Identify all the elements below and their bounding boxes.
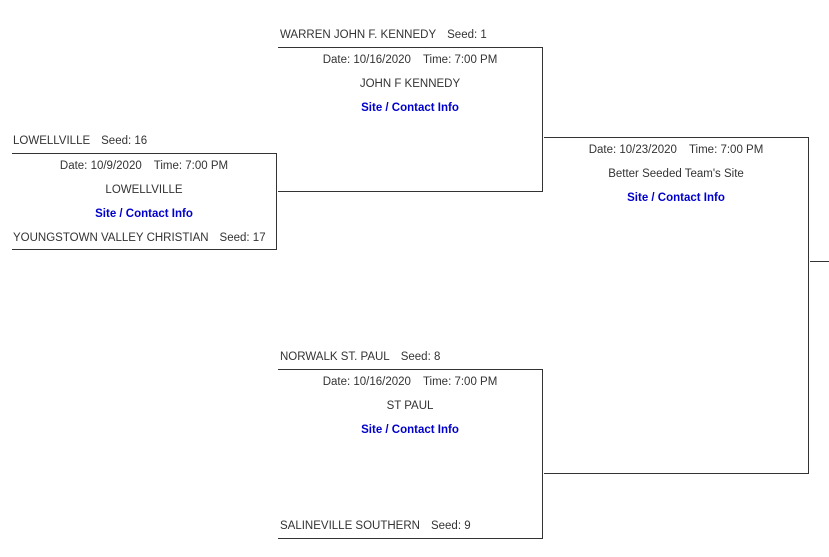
game-time: Time: 7:00 PM (688, 144, 764, 156)
game-date: Date: 10/16/2020 (322, 54, 411, 66)
game-site: ST PAUL (386, 400, 434, 412)
team-seed: Seed: 17 (219, 232, 266, 244)
team-slot-top: LOWELLVILLE Seed: 16 (13, 134, 147, 148)
game-date: Date: 10/23/2020 (588, 144, 677, 156)
game-date-time: Date: 10/16/2020 Time: 7:00 PM (278, 53, 542, 67)
game-date-time: Date: 10/16/2020 Time: 7:00 PM (278, 375, 542, 389)
game-time: Time: 7:00 PM (422, 54, 498, 66)
team-seed: Seed: 16 (101, 135, 148, 147)
bracket-line (276, 153, 277, 250)
game-date-time: Date: 10/9/2020 Time: 7:00 PM (12, 159, 276, 173)
game-site: JOHN F KENNEDY (359, 78, 461, 90)
bracket-line (808, 137, 809, 474)
bracket-line (12, 153, 277, 154)
team-name: LOWELLVILLE (13, 135, 91, 147)
site-contact-link[interactable]: Site / Contact Info (627, 192, 725, 204)
team-slot-top: NORWALK ST. PAUL Seed: 8 (280, 350, 440, 364)
site-contact-link[interactable]: Site / Contact Info (361, 424, 459, 436)
team-slot-bottom: SALINEVILLE SOUTHERN Seed: 9 (280, 519, 471, 533)
game-site: LOWELLVILLE (105, 184, 183, 196)
team-name: SALINEVILLE SOUTHERN (280, 520, 420, 532)
site-contact-link[interactable]: Site / Contact Info (361, 102, 459, 114)
bracket-line (278, 369, 543, 370)
bracket-line (278, 47, 543, 48)
site-contact-link[interactable]: Site / Contact Info (95, 208, 193, 220)
team-slot-top: WARREN JOHN F. KENNEDY Seed: 1 (280, 28, 487, 42)
team-name: NORWALK ST. PAUL (280, 351, 390, 363)
game-date: Date: 10/16/2020 (322, 376, 411, 388)
game-time: Time: 7:00 PM (422, 376, 498, 388)
bracket-line (12, 249, 277, 250)
bracket-line (544, 473, 809, 474)
bracket-line (278, 538, 543, 539)
bracket-line (544, 137, 809, 138)
team-name: YOUNGSTOWN VALLEY CHRISTIAN (13, 232, 209, 244)
game-time: Time: 7:00 PM (153, 160, 229, 172)
bracket-line (278, 191, 543, 192)
game-date: Date: 10/9/2020 (59, 160, 142, 172)
team-seed: Seed: 8 (400, 351, 441, 363)
bracket-line (542, 47, 543, 192)
bracket-line (810, 261, 829, 262)
team-name: WARREN JOHN F. KENNEDY (280, 29, 437, 41)
bracket-line (542, 369, 543, 539)
team-seed: Seed: 1 (447, 29, 487, 41)
game-site: Better Seeded Team's Site (608, 168, 744, 180)
team-seed: Seed: 9 (430, 520, 471, 532)
team-slot-bottom: YOUNGSTOWN VALLEY CHRISTIAN Seed: 17 (13, 231, 266, 245)
game-date-time: Date: 10/23/2020 Time: 7:00 PM (544, 143, 808, 157)
